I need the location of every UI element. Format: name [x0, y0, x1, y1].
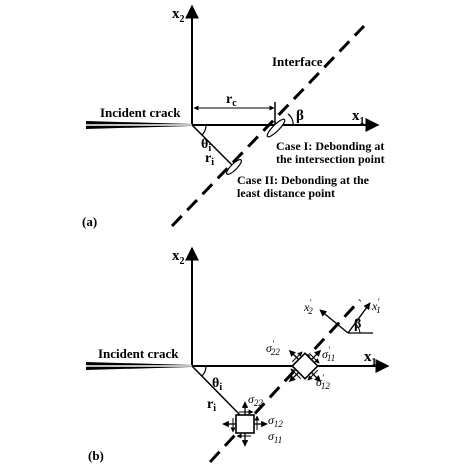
rc-label: rc [226, 92, 237, 109]
debond-least-distance [226, 159, 242, 175]
x2-label-b: x2 [172, 248, 185, 267]
panel-b: x2 x1 Incident crack θi ri σ′22 σ′11 σ′ [86, 246, 390, 464]
rotated-stress-element [288, 349, 322, 383]
sigma12-prime-label: σ′12 [316, 373, 330, 391]
ri-line-b [191, 365, 244, 419]
case2-text-line2: least distance point [237, 186, 335, 200]
x1-label-a: x1 [352, 108, 365, 127]
debond-intersection [266, 118, 286, 138]
beta-label-b: β [354, 317, 361, 332]
interface-line-a [170, 24, 366, 228]
sigma22-prime-label: σ′22 [266, 339, 280, 357]
ri-line-a [191, 124, 233, 166]
ri-label-a: ri [205, 151, 214, 168]
case1-text-line2: the intersection point [276, 152, 385, 166]
theta-arc-b [201, 365, 207, 377]
sigma11-label: σ11 [268, 429, 282, 445]
rotated-axes [319, 302, 373, 334]
interface-line-b [208, 298, 362, 464]
incident-crack-label-a: Incident crack [100, 105, 181, 120]
stress-element [222, 401, 268, 447]
panel-a-label: (a) [82, 214, 97, 229]
x2-label-a: x2 [172, 6, 185, 25]
case1-text-line1: Case I: Debonding at [276, 139, 384, 153]
case2-text-line1: Case II: Debonding at the [237, 173, 370, 187]
ri-label-b: ri [207, 397, 216, 414]
x1-label-b: x1 [364, 349, 377, 368]
beta-arc-a [287, 113, 294, 126]
incident-crack-label-b: Incident crack [98, 346, 179, 361]
theta-arc-a [201, 124, 207, 136]
panel-a: x2 x1 Incident crack Interface rc β θi r… [82, 4, 385, 229]
x1-prime-axis [347, 302, 371, 334]
x2-prime-label: x′2 [303, 298, 313, 316]
x2-prime-axis [319, 309, 349, 334]
sigma12-label: σ12 [268, 413, 283, 429]
sigma11-prime-label: σ′11 [322, 345, 335, 363]
x1-prime-label: x′1 [371, 297, 381, 315]
panel-b-label: (b) [88, 448, 104, 463]
beta-label-a: β [296, 108, 304, 124]
interface-label: Interface [272, 54, 323, 69]
sigma22-label: σ22 [248, 392, 263, 408]
beta-arc-b [354, 323, 361, 334]
theta-label-b: θi [212, 376, 222, 393]
theta-label-a: θi [201, 137, 211, 154]
